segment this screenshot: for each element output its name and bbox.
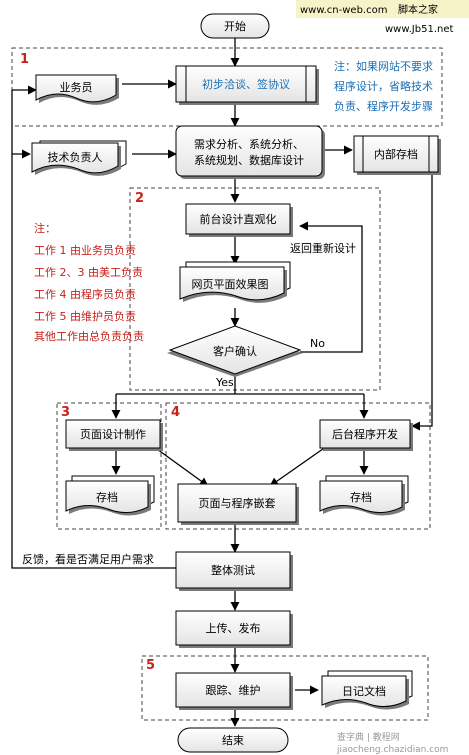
upload-publish-label: 上传、发布 <box>206 621 261 635</box>
group-frame-2 <box>129 187 381 391</box>
watermark-top-left: www.cn-web.com <box>300 5 387 16</box>
overall-test-box <box>175 551 291 589</box>
group-frame-5 <box>141 655 429 721</box>
watermark-bottom-1: 查字典 | 教程网 <box>337 731 400 743</box>
end-terminal <box>177 727 289 753</box>
salesman-label: 业务员 <box>60 81 93 94</box>
group-frame-4 <box>165 402 431 530</box>
tech-lead-label: 技术负责人 <box>48 150 103 164</box>
note-red-line1: 工作 1 由业务员负责 <box>34 243 136 257</box>
archive-right-label: 存档 <box>350 490 372 504</box>
upload-publish-box <box>175 610 291 646</box>
group-number-1: 1 <box>20 52 29 67</box>
frontend-design-label: 前台设计直观化 <box>200 212 277 226</box>
group-number-3: 3 <box>61 405 70 420</box>
customer-confirm-diamond <box>168 325 302 375</box>
note-red-line5: 其他工作由总负责负责 <box>34 329 144 343</box>
archive-left-label: 存档 <box>96 490 118 504</box>
end-label: 结束 <box>222 734 244 747</box>
log-document-box <box>321 675 407 707</box>
page-design-box <box>65 419 161 449</box>
analysis-box <box>175 125 323 177</box>
negotiation-box <box>175 65 317 103</box>
analysis-label-line1: 需求分析、系统分析、 <box>194 137 304 151</box>
note-blue-line3: 负责、程序开发步骤 <box>334 99 433 113</box>
frontend-design-box <box>185 203 291 235</box>
note-blue-line1: 注：如果网站不要求 <box>334 59 433 73</box>
watermark-bottom-2: jiaocheng.chazidian.com <box>336 745 448 755</box>
connectors <box>11 38 433 727</box>
tech-lead-box <box>31 142 119 174</box>
feedback-label: 反馈，看是否满足用户需求 <box>22 552 154 566</box>
tracking-maintain-box <box>175 672 291 708</box>
no-label: No <box>310 337 325 350</box>
internal-archive-box <box>353 135 439 173</box>
note-red-line4: 工作 5 由维护员负责 <box>34 309 136 323</box>
log-document-label: 日记文档 <box>342 684 386 698</box>
page-program-embed-label: 页面与程序嵌套 <box>199 496 276 510</box>
note-red-title: 注： <box>34 221 56 235</box>
analysis-label-line2: 系统规划、数据库设计 <box>194 153 304 167</box>
watermark-top-right: 脚本之家 <box>398 3 438 16</box>
negotiation-label: 初步洽谈、签协议 <box>202 77 290 91</box>
group-number-2: 2 <box>135 191 144 206</box>
redesign-label: 返回重新设计 <box>290 241 356 255</box>
salesman-box <box>35 74 117 103</box>
web-mockup-label: 网页平面效果图 <box>192 277 269 291</box>
backend-dev-label: 后台程序开发 <box>332 427 398 441</box>
customer-confirm-label: 客户确认 <box>213 344 257 358</box>
note-red-line2: 工作 2、3 由美工负责 <box>34 265 143 279</box>
page-design-label: 页面设计制作 <box>80 428 146 441</box>
start-terminal <box>200 13 270 39</box>
archive-right-box <box>319 480 403 513</box>
group-frame-3 <box>56 402 162 530</box>
tracking-maintain-label: 跟踪、维护 <box>206 683 261 697</box>
watermark-banner <box>296 0 469 18</box>
note-red-line3: 工作 4 由程序员负责 <box>34 287 136 301</box>
overall-test-label: 整体测试 <box>211 563 255 577</box>
internal-archive-label: 内部存档 <box>374 147 418 161</box>
yes-label: Yes <box>215 376 234 389</box>
group-number-4: 4 <box>171 405 180 420</box>
archive-left-box <box>65 480 149 513</box>
web-mockup-box <box>179 266 285 301</box>
backend-dev-box <box>319 419 411 449</box>
group-number-5: 5 <box>146 658 155 673</box>
note-blue-line2: 程序设计，省略技术 <box>334 79 433 93</box>
page-program-embed-box <box>177 483 297 523</box>
start-label: 开始 <box>224 19 246 33</box>
watermark-site: www.Jb51.net <box>385 24 453 35</box>
